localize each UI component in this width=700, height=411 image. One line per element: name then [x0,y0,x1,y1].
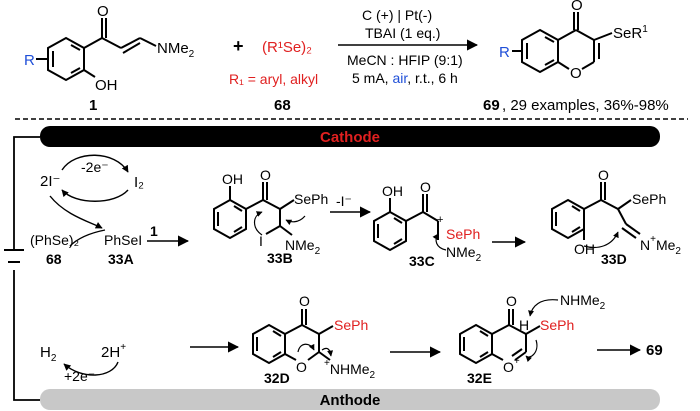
33C-seph: SePh [446,226,480,242]
svg-text:NMe2: NMe2 [157,40,195,60]
32D-ring-o: O [296,359,307,375]
plus-sign: + [233,36,244,56]
svg-text:SeR1: SeR1 [613,24,648,42]
r-definition: R₁ = aryl, alkyl [229,71,318,87]
reagent-diselenide: (R¹Se)₂ [262,39,312,56]
svg-text:R: R [499,44,510,61]
cathode-label: Cathode [320,129,380,146]
top-reaction: O R OH NMe2 1 + (R¹Se)₂ R₁ = aryl, alkyl… [24,0,669,114]
intermediate-32D: O O SePh +NHMe2 32D [252,293,376,386]
intermediate-33C: OH O + SePh NMe2 33C [373,179,482,269]
svg-text:+: + [437,214,443,226]
iodide: 2I⁻ [40,173,60,190]
intermediate-32E: O O+ H SePh NHMe2 32E [459,292,606,386]
svg-text:OH: OH [95,77,118,94]
svg-text:O: O [571,0,583,14]
32E-ring-o: O+ [503,356,520,375]
32E-h: H [519,317,529,333]
substrate-1-structure [36,18,157,82]
svg-text:OH: OH [222,171,243,187]
32E-label: 32E [467,370,492,386]
loss-iodide: -I⁻ [336,193,352,209]
phsei: PhSeI [104,232,142,248]
anode-label: Anthode [320,392,381,409]
svg-text:O: O [506,293,517,309]
intermediate-33B: OH O SePh I NMe2 33B [213,167,328,266]
svg-text:OH: OH [382,183,403,199]
intermediate-33D: O SePh OH N+Me2 33D [551,167,681,267]
32E-base: NHMe2 [560,292,606,312]
condition-tbai: TBAI (1 eq.) [365,25,440,41]
product-69-structure [512,12,613,74]
svg-text:O: O [420,179,431,195]
svg-text:O: O [299,293,310,309]
32D-label: 32D [264,370,290,386]
reagent-label: 68 [274,97,291,114]
diselenide-label: 68 [46,251,62,267]
product-summary: , 29 examples, 36%-98% [502,97,669,114]
anode-half-reaction: H2 2H+ +2e⁻ [40,342,126,384]
32D-amine: +NHMe2 [324,358,376,381]
svg-text:O: O [260,167,271,183]
condition-current: 5 mA, air, r.t., 6 h [352,70,458,86]
svg-text:O: O [598,167,609,183]
33B-amine: NMe2 [285,237,321,257]
cycle-electrons: -2e⁻ [81,159,109,175]
final-product-label: 69 [646,342,663,359]
32E-seph: SePh [540,317,574,333]
condition-solvent: MeCN : HFIP (9:1) [347,52,463,68]
33B-label: 33B [267,250,293,266]
33D-label: 33D [601,251,627,267]
circuit-wire [4,136,40,401]
33D-oh: OH [574,241,595,257]
protons: 2H+ [101,342,126,361]
phsei-label: 33A [108,251,134,267]
33C-amine: NMe2 [446,244,482,264]
svg-text:O: O [97,3,109,20]
substrate-label: 1 [89,97,97,114]
33D-iminium: N+Me2 [640,234,681,257]
product-label: 69 [483,97,500,114]
diselenide: (PhSe)₂ [30,232,79,248]
iodide-cycle: 2I⁻ -2e⁻ I₂ (PhSe)₂ 68 PhSeI 33A 1 [30,154,190,267]
arrow-reagent-1: 1 [150,223,158,239]
anode-bar: Anthode [40,389,660,410]
cathode-bar: Cathode [40,126,660,147]
33B-seph: SePh [294,191,328,207]
33B-iodo: I [259,233,263,249]
condition-electrodes: C (+) | Pt(-) [362,7,432,23]
32D-seph: SePh [334,317,368,333]
33D-seph: SePh [632,191,666,207]
33C-label: 33C [409,253,435,269]
iodine: I₂ [134,174,144,191]
anode-electrons: +2e⁻ [64,368,95,384]
svg-text:R: R [24,52,35,69]
svg-text:O: O [570,65,582,82]
hydrogen: H2 [40,344,57,364]
